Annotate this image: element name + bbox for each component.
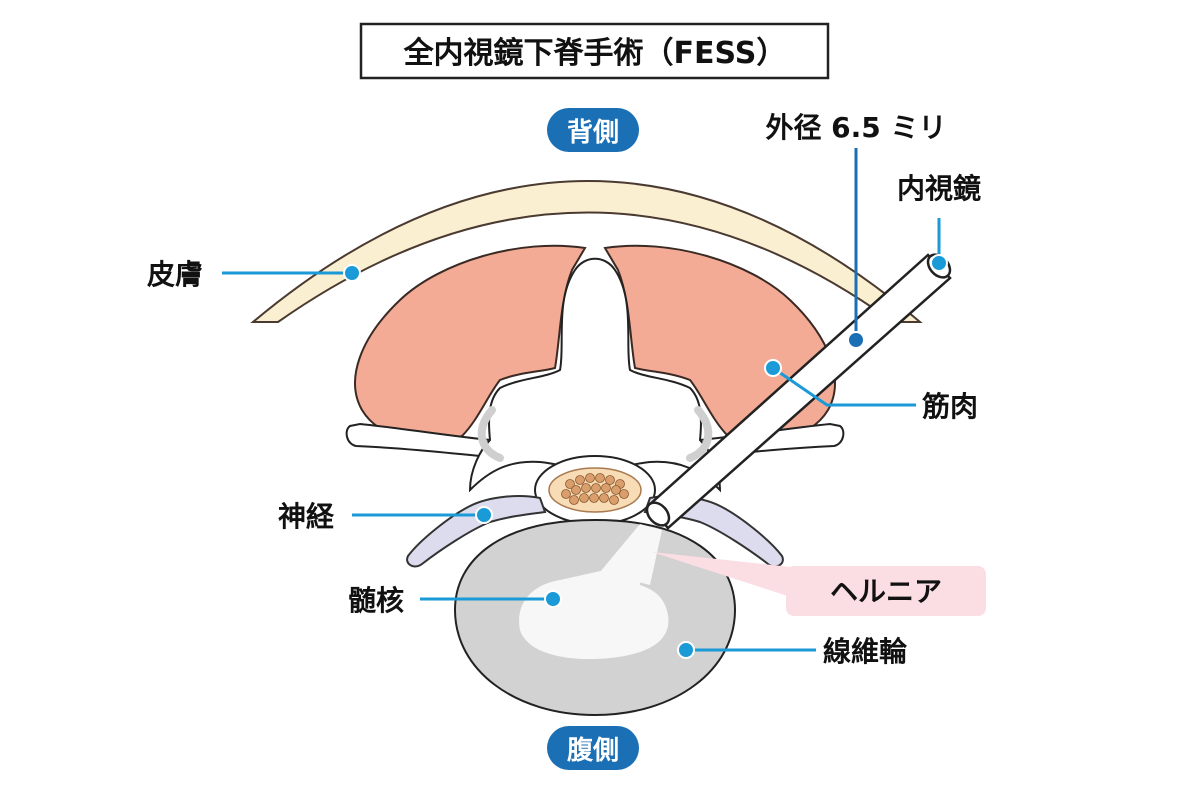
dot-muscle bbox=[764, 359, 782, 377]
endoscope-tip bbox=[645, 501, 671, 527]
dot-endoscope bbox=[930, 254, 948, 272]
nerve-label: 神経 bbox=[278, 500, 335, 533]
dot-annulus bbox=[677, 641, 695, 659]
leader-dots bbox=[343, 254, 948, 659]
facet-left bbox=[477, 406, 504, 462]
ventral-pill: 腹側 bbox=[547, 726, 639, 770]
cauda-equina-fibers bbox=[561, 473, 629, 505]
dot-measure bbox=[847, 331, 865, 349]
skin-layer bbox=[250, 180, 923, 323]
dorsal-pill: 背側 bbox=[547, 108, 639, 152]
dot-nucleus bbox=[544, 590, 562, 608]
title-text: 全内視鏡下脊手術（FESS） bbox=[403, 36, 787, 71]
annulus-label: 線維輪 bbox=[823, 635, 908, 668]
nerve-root-left bbox=[406, 495, 547, 568]
dorsal-label: 背側 bbox=[567, 118, 619, 148]
leader-muscle bbox=[772, 366, 916, 407]
hernia-label: ヘルニア bbox=[830, 575, 942, 608]
ventral-pill-bg bbox=[547, 726, 639, 770]
dot-nerve bbox=[475, 506, 493, 524]
transverse-process-left bbox=[345, 422, 492, 458]
title-box: 全内視鏡下脊手術（FESS） bbox=[359, 22, 830, 80]
nucleus-label: 髄核 bbox=[348, 584, 404, 617]
hernia-pointer bbox=[652, 552, 800, 600]
dorsal-pill-bg bbox=[547, 108, 639, 152]
measure-label: 外径 6.5 ミリ bbox=[765, 111, 946, 144]
muscle-label: 筋肉 bbox=[922, 390, 978, 423]
hernia-label-bg bbox=[786, 566, 986, 616]
dot-skin bbox=[343, 264, 361, 282]
ventral-label: 腹側 bbox=[566, 735, 619, 766]
title-frame bbox=[359, 22, 830, 80]
endoscope-label: 内視鏡 bbox=[897, 172, 981, 205]
hernia-callout: ヘルニア bbox=[652, 552, 986, 616]
skin-label: 皮膚 bbox=[147, 258, 203, 291]
hernia-protrusion bbox=[600, 524, 662, 585]
facet-right bbox=[686, 406, 713, 462]
